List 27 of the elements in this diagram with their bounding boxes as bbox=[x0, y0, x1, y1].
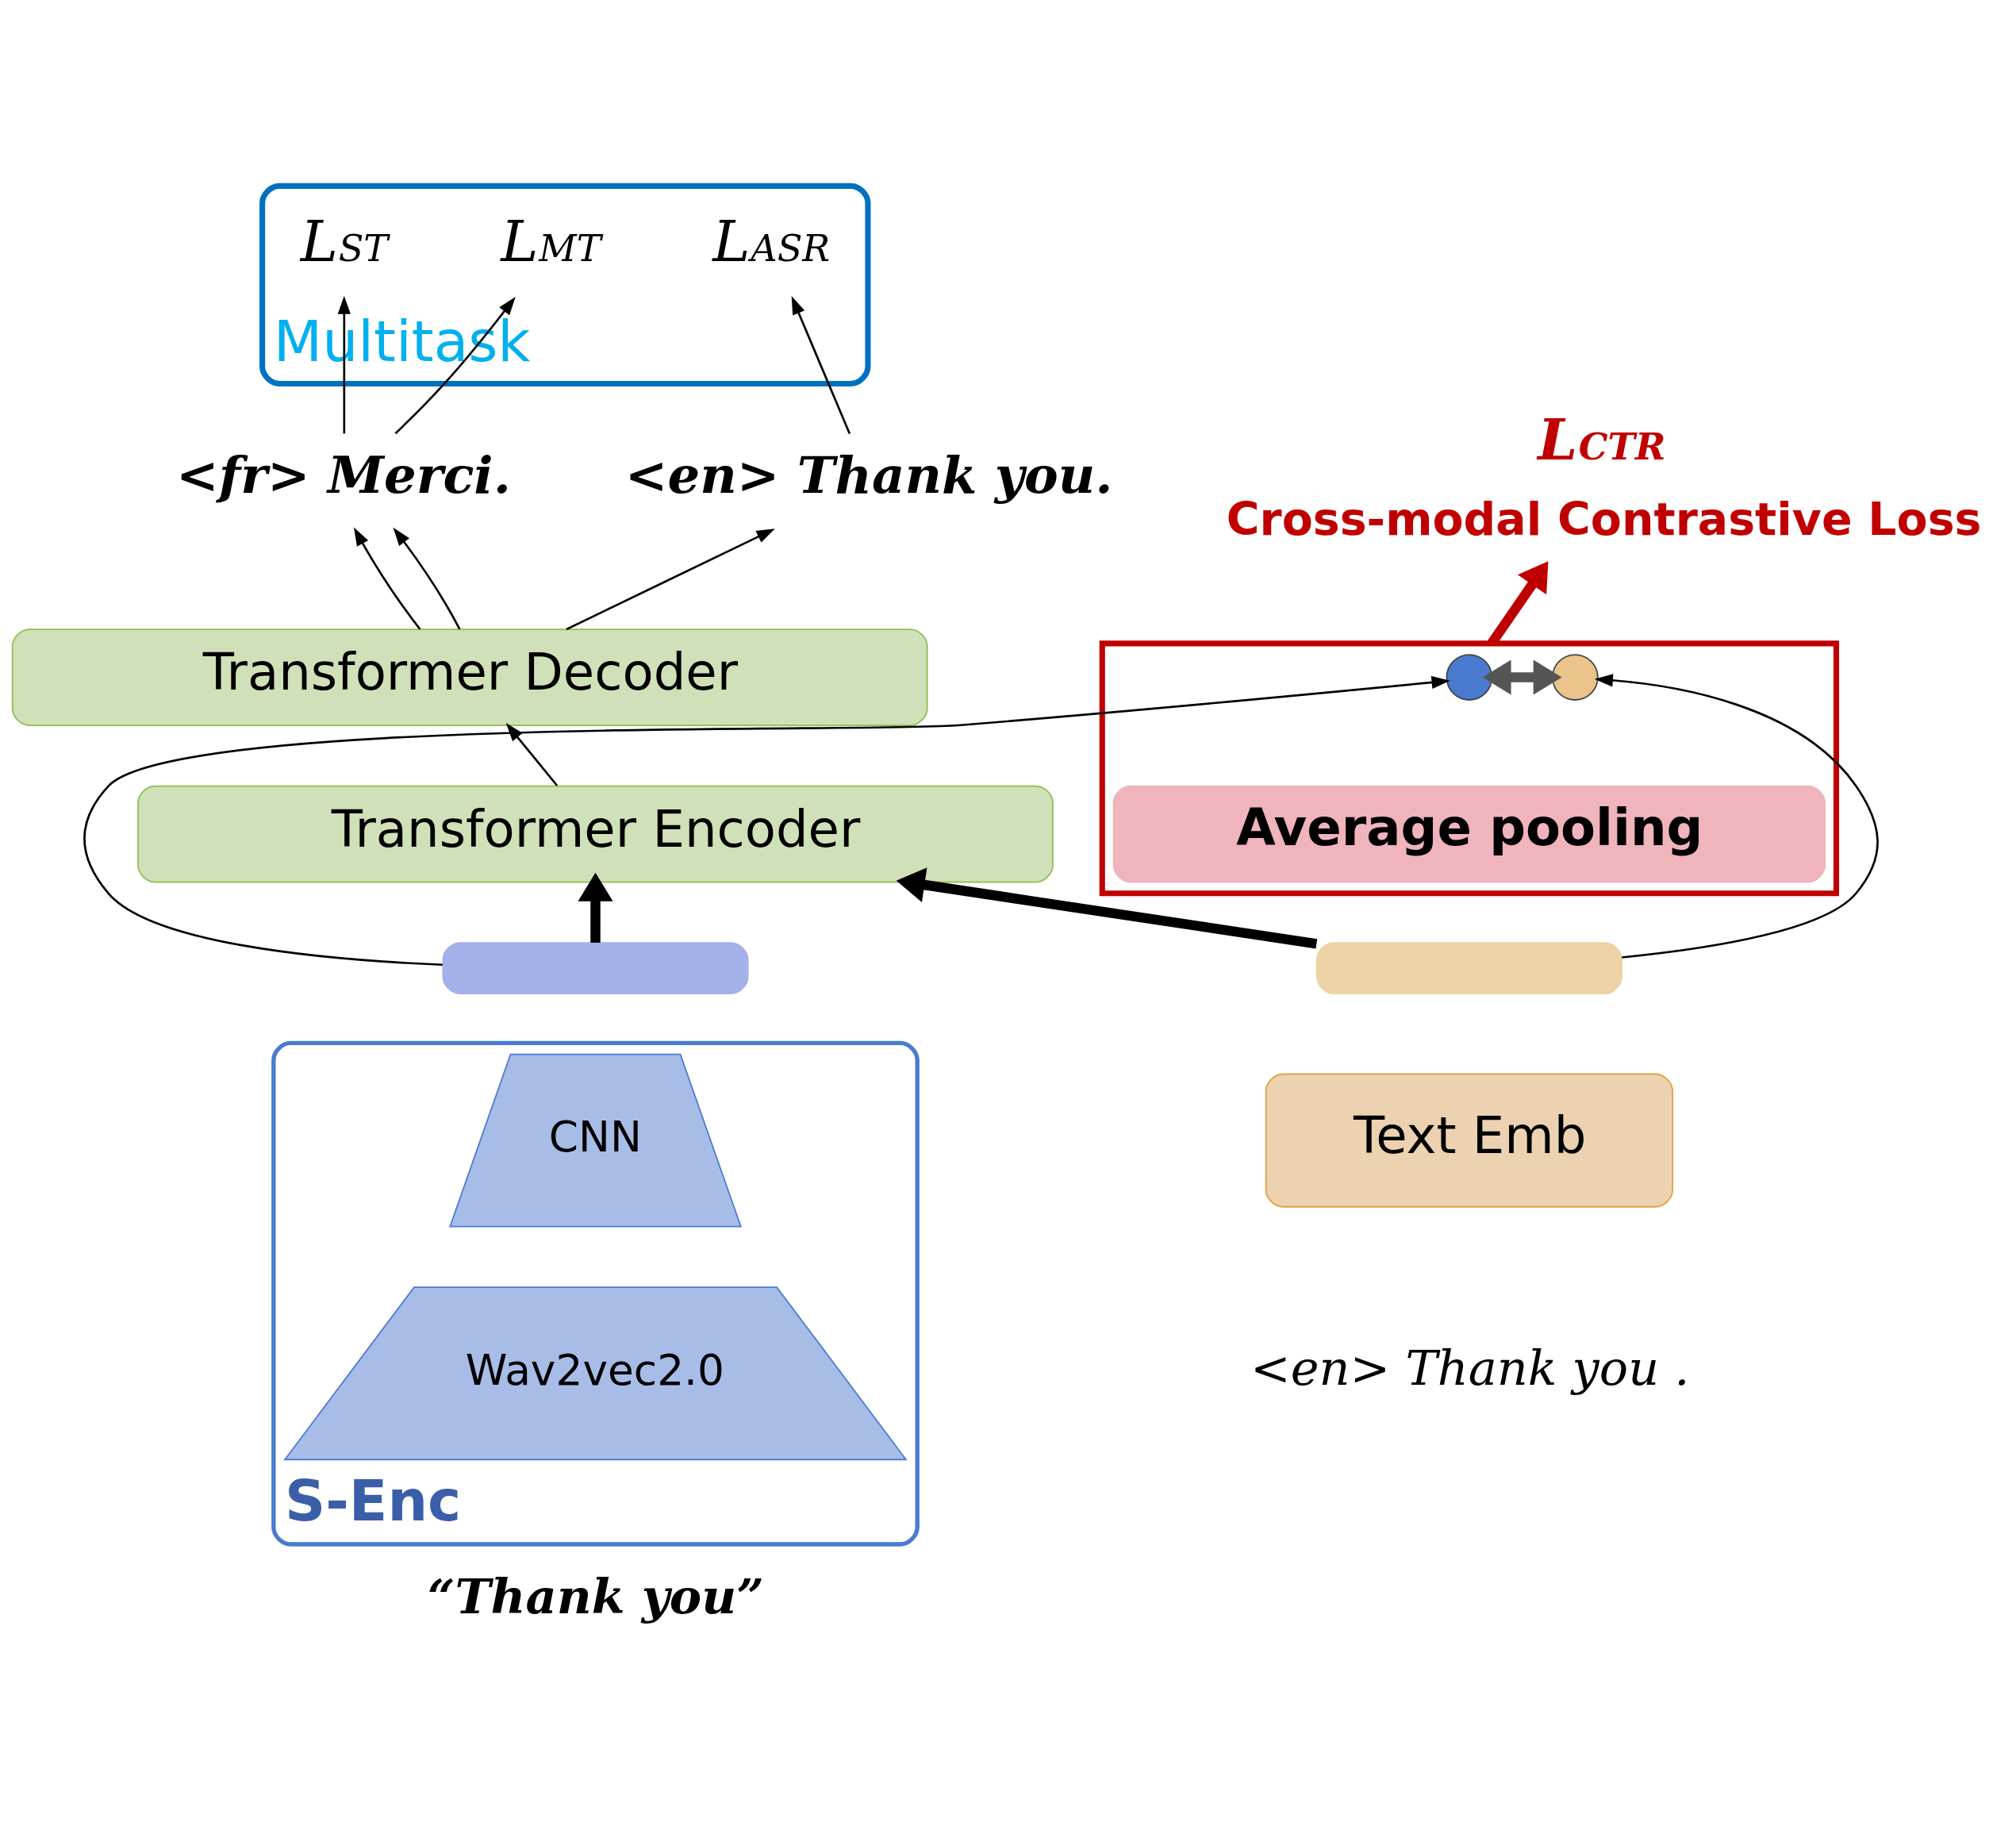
arrow bbox=[791, 296, 851, 434]
node-text: “Thank you” bbox=[427, 1567, 764, 1624]
node-bar bbox=[1315, 942, 1622, 994]
node-box: Transformer Decoder bbox=[11, 628, 928, 726]
arrow bbox=[896, 867, 1318, 949]
node-circle bbox=[1446, 654, 1493, 701]
arrow bbox=[353, 527, 421, 630]
arrow bbox=[578, 872, 613, 943]
arrow bbox=[84, 675, 1450, 967]
arrow bbox=[1594, 674, 1879, 959]
node-bar bbox=[442, 942, 749, 994]
node-text: LASR bbox=[712, 208, 831, 275]
arrow bbox=[566, 529, 775, 631]
node-circle bbox=[1551, 654, 1599, 701]
node-label: Cross-modal Contrastive Loss bbox=[1226, 493, 1982, 546]
node-text: <fr> Merci. bbox=[176, 444, 512, 505]
node-box: Text Emb bbox=[1265, 1073, 1673, 1208]
arrow bbox=[1482, 659, 1562, 695]
node-text: <en> Thank you. bbox=[624, 444, 1113, 505]
arrow bbox=[393, 527, 461, 630]
node-text: LCTR bbox=[1538, 406, 1666, 473]
node-text: LST bbox=[300, 208, 389, 275]
arrow bbox=[1487, 561, 1549, 647]
node-box: Transformer Encoder bbox=[137, 785, 1054, 883]
node-text: <en> Thank you . bbox=[1250, 1340, 1690, 1397]
cluster bbox=[1099, 640, 1840, 897]
node-box: Average pooling bbox=[1112, 785, 1826, 883]
